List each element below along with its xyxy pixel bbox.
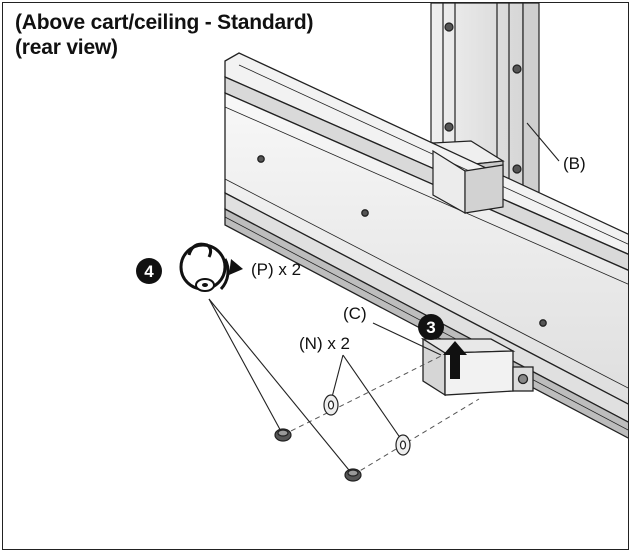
diagram-subtitle: (rear view) [15,36,118,59]
clockwise-rotate-icon [179,242,243,292]
screws [274,428,362,482]
clip-part [420,337,534,397]
screw [274,428,292,442]
leader-lines [208,122,560,476]
label-washers: (N) x 2 [299,334,350,353]
bracket-front [432,149,504,215]
up-arrow-icon [443,341,467,379]
assembly-illustration: 4 3 (B) (C) (N) x 2 (P) x 2 [136,3,628,482]
label-screws: (P) x 2 [251,260,301,279]
diagram-title: (Above cart/ceiling - Standard) [15,11,314,34]
screw [344,468,362,482]
step-number-tighten: 4 [144,262,154,281]
step-number-push-up: 3 [426,318,435,337]
label-clip: (C) [343,304,367,323]
washers [323,394,411,456]
step-badge-3: 3 [418,314,444,340]
step-badge-4: 4 [136,258,162,284]
label-bracket: (B) [563,154,586,173]
